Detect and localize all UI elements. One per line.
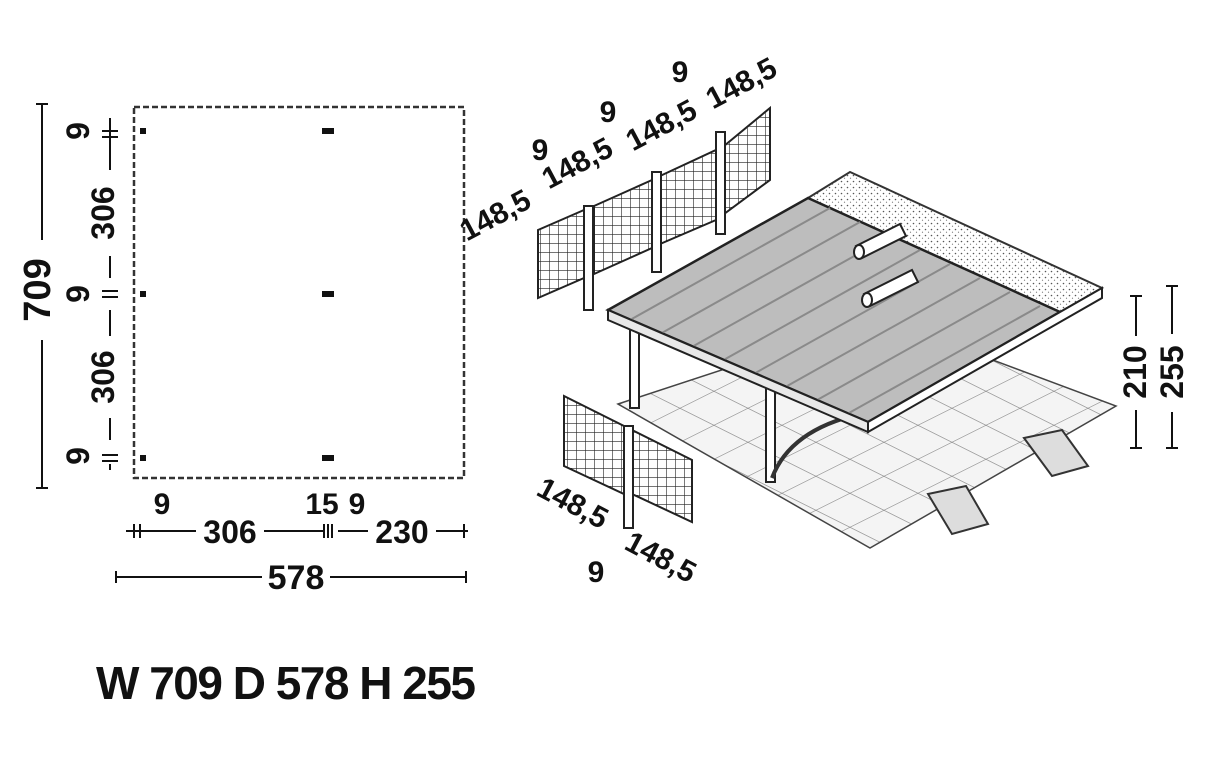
roof-post — [629, 321, 640, 409]
entry-step — [926, 484, 990, 536]
plan-left-dim-0: 9 — [60, 122, 96, 140]
plan-outline — [132, 105, 466, 480]
plan-left-dim-3: 306 — [85, 350, 121, 403]
width-dimension-line — [115, 571, 467, 583]
front-label-1: 9 — [588, 556, 605, 589]
roof-rollers — [853, 222, 920, 308]
width-chain-line — [126, 524, 468, 538]
rear-label-5: 9 — [672, 56, 689, 89]
dimensions-caption: W 709 D 578 H 255 — [96, 657, 476, 709]
front-label-2: 148,5 — [620, 525, 702, 589]
plan-left-dim-4: 9 — [60, 447, 96, 465]
rear-label-4: 148,5 — [621, 93, 703, 157]
rear-label-2: 9 — [600, 96, 617, 129]
plan-bottom-dim-2: 15 — [305, 488, 338, 521]
front-wall — [563, 394, 693, 529]
height-label-210: 210 — [1117, 345, 1153, 398]
plan-view: 709 9 306 9 306 9 — [17, 103, 468, 597]
entry-step — [1022, 428, 1090, 478]
height-label-255: 255 — [1154, 345, 1190, 398]
plan-bottom-dim-1: 306 — [203, 514, 256, 550]
depth-dimension-line — [36, 103, 48, 489]
plan-post — [140, 455, 146, 461]
plan-post — [322, 455, 334, 461]
iso-view: 210 255 9 148,5 9 148,5 148,5 9 148,5 14… — [455, 51, 1190, 589]
plan-bottom-dim-0: 9 — [154, 488, 171, 521]
plan-post — [322, 128, 334, 134]
rear-label-3: 148,5 — [537, 131, 619, 195]
depth-chain-line — [102, 118, 118, 470]
plan-total-width-label: 578 — [268, 559, 325, 597]
roof-post — [765, 377, 776, 483]
rear-label-1: 148,5 — [455, 183, 537, 247]
rear-label-0: 9 — [532, 134, 549, 167]
roof-fascia-side — [867, 286, 1103, 434]
plan-post — [140, 128, 146, 134]
height-dimension-lines — [1130, 285, 1178, 449]
plan-left-dim-2: 9 — [60, 285, 96, 303]
plan-total-depth-label: 709 — [17, 258, 59, 321]
plan-bottom-dim-3: 9 — [349, 488, 366, 521]
plan-post — [140, 291, 146, 297]
rear-wall — [537, 105, 771, 311]
plan-post — [322, 291, 334, 297]
plan-bottom-dim-4: 230 — [375, 514, 428, 550]
rear-label-6: 148,5 — [701, 51, 783, 115]
plan-left-dim-1: 306 — [85, 186, 121, 239]
